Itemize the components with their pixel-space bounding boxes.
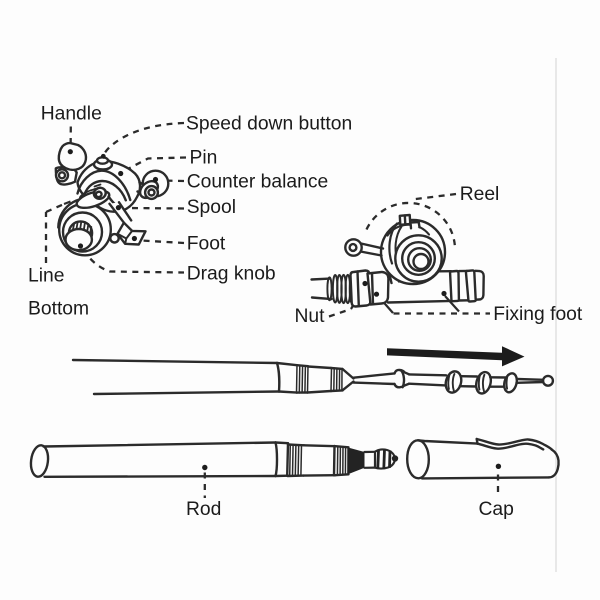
svg-text:Counter balance: Counter balance <box>187 172 329 193</box>
svg-text:Reel: Reel <box>460 184 500 205</box>
svg-text:Line: Line <box>28 266 64 287</box>
svg-text:Handle: Handle <box>41 103 102 124</box>
svg-text:Nut: Nut <box>295 306 326 327</box>
svg-text:Spool: Spool <box>187 197 236 218</box>
svg-text:Speed down button: Speed down button <box>186 113 352 134</box>
svg-text:Cap: Cap <box>479 499 514 520</box>
svg-text:Bottom: Bottom <box>28 299 89 320</box>
svg-text:Foot: Foot <box>187 234 226 255</box>
svg-text:Drag knob: Drag knob <box>187 264 276 285</box>
svg-text:Fixing foot: Fixing foot <box>493 304 583 325</box>
svg-text:Pin: Pin <box>190 148 218 169</box>
svg-text:Rod: Rod <box>186 499 221 520</box>
